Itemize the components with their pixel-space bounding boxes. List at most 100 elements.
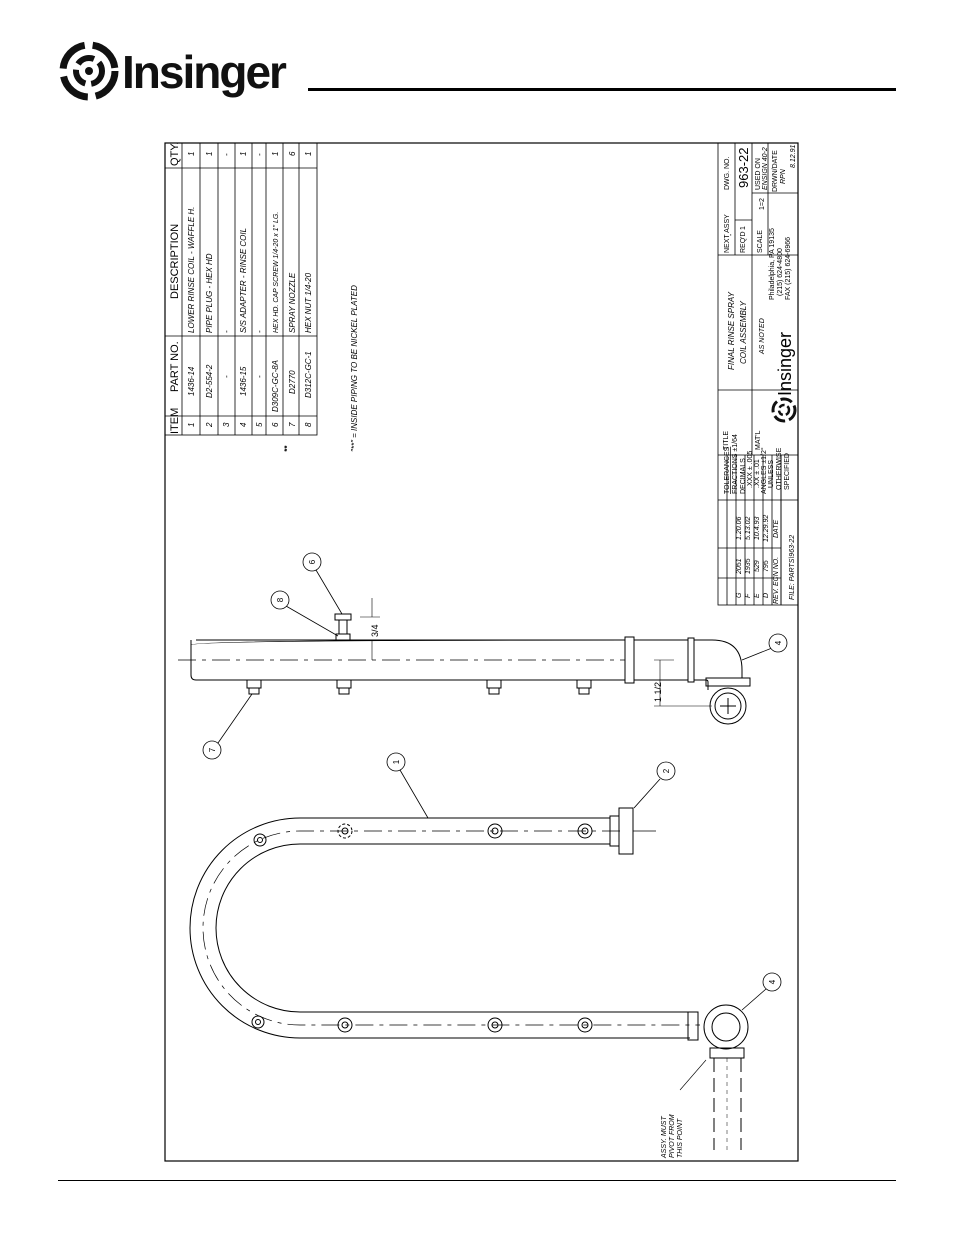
- balloon-labels: 1 2 4 4 6 7 8: [208, 559, 783, 984]
- row-4-item: 4: [239, 422, 248, 427]
- row-7-description: SPRAY NOZZLE: [288, 272, 297, 333]
- reqd-value: 1: [740, 226, 747, 230]
- tolerances-block: TOLERANCES FRACTIONS ±1/64 DECIMALS .XXX…: [724, 434, 791, 494]
- row-4-part-no: 1436-15: [239, 366, 248, 396]
- tolerance-angles: ANGLES ±1/2°: [760, 447, 768, 494]
- row-4-qty: 1: [239, 152, 248, 156]
- row-7-item: 7: [288, 422, 297, 427]
- fax: FAX (215) 624-6966: [785, 237, 792, 300]
- row-5-description: -: [255, 330, 264, 333]
- header-ecn: ECN NO.: [773, 557, 780, 586]
- drawing-info: NEXT ASSY - DWG. NO. 963-22 REQ'D 1 SCAL…: [724, 145, 797, 253]
- row-1-item: 1: [187, 423, 196, 427]
- address: Philadelphia, PA 19135: [769, 228, 776, 300]
- row-7-part-no: D2770: [288, 370, 297, 394]
- tolerances-title: TOLERANCES: [724, 446, 731, 494]
- parts-table-rows: 1 1436-14 LOWER RINSE COIL - WAFFLE H. 1…: [187, 151, 313, 452]
- row-2-qty: 1: [205, 152, 214, 156]
- tolerance-specified: SPECIFIED: [784, 453, 791, 490]
- row-4-description: S/S ADAPTER - RINSE COIL: [239, 228, 248, 333]
- title-block-frame: [717, 142, 799, 606]
- dimension-marks: [360, 598, 712, 707]
- table-row: 7 D2770 SPRAY NOZZLE 6: [288, 151, 297, 427]
- dwg-no-value: 963-22: [736, 148, 751, 188]
- header-rule: [308, 88, 896, 91]
- table-row: 3 - - -: [222, 153, 231, 427]
- phone: (215) 624-4800: [777, 248, 784, 296]
- balloon-2: 2: [662, 768, 671, 773]
- ecn-795: 795: [763, 560, 770, 572]
- u-coil: [189, 807, 749, 1150]
- balloon-4-upper: 4: [774, 640, 783, 645]
- row-6-part-no: D309C-GC-8A: [271, 360, 280, 412]
- table-row: 5 - - -: [255, 153, 264, 427]
- row-3-description: -: [222, 330, 231, 333]
- row-3-item: 3: [222, 422, 231, 427]
- title-line-2: COIL ASSEMBLY: [739, 300, 748, 364]
- row-5-part-no: -: [255, 375, 264, 378]
- row-8-part-no: D312C-GC-1: [304, 351, 313, 398]
- title-label: TITLE: [723, 431, 730, 450]
- footer-rule: [58, 1180, 896, 1181]
- pivot-note-line-3: THIS POINT: [677, 1118, 684, 1158]
- title-line-1: FINAL RINSE SPRAY: [727, 291, 736, 370]
- row-3-part-no: -: [222, 375, 231, 378]
- brand-name: Insinger: [122, 46, 287, 98]
- row-5-item: 5: [255, 422, 264, 427]
- tolerance-xxx: .XXX ± .005: [747, 451, 754, 488]
- file-path: FILE: PARTS\963-22: [789, 535, 796, 600]
- row-8-description: HEX NUT 1/4-20: [304, 272, 313, 333]
- balloon-7: 7: [208, 747, 217, 752]
- scale-label: SCALE: [757, 230, 764, 253]
- swirl-logo-icon: [59, 41, 119, 101]
- reqd-label: REQ'D: [740, 231, 747, 253]
- table-row: 2 D2-554-2 PIPE PLUG - HEX HD 1: [205, 152, 214, 428]
- parts-table-header: ITEM PART NO. DESCRIPTION QTY.: [169, 142, 181, 434]
- row-1-part-no: 1436-14: [187, 366, 196, 396]
- header-part-no: PART NO.: [169, 341, 181, 392]
- rev-d: D: [763, 593, 770, 598]
- dim-1-1-2: 1 1/2: [653, 682, 663, 702]
- date-10-4-93: 10.4.93: [754, 517, 761, 540]
- row-6-qty: 1: [271, 152, 280, 156]
- table-row: 4 1436-15 S/S ADAPTER - RINSE COIL 1: [239, 152, 248, 427]
- date-1-20-06: 1.20.06: [736, 517, 743, 540]
- used-on-value: ENSIGN 40-2: [762, 147, 769, 190]
- row-2-item: 2: [205, 422, 214, 428]
- row-2-description: PIPE PLUG - HEX HD: [205, 253, 214, 333]
- pivot-note-line-2: PIVOT FROM: [669, 1114, 676, 1158]
- tolerance-otherwise: OTHERWISE: [776, 447, 783, 490]
- table-row: 8 D312C-GC-1 HEX NUT 1/4-20 1: [304, 152, 313, 427]
- drwn-date: 8.12.91: [790, 145, 797, 168]
- ecn-529: 529: [754, 560, 761, 572]
- row-3-qty: -: [222, 153, 231, 156]
- header-item: ITEM: [169, 408, 181, 434]
- title-block-logo-icon: [771, 397, 797, 423]
- next-assy-value: -: [728, 233, 735, 236]
- row-6-description: HEX HD. CAP SCREW 1/4-20 x 1" LG.: [273, 212, 280, 333]
- balloon-4-lower: 4: [768, 979, 777, 984]
- header-rev: REV.: [773, 588, 780, 604]
- tolerance-xx: .XX ± .01: [754, 459, 761, 488]
- pivot-note-line-1: ASSY. MUST: [661, 1116, 668, 1159]
- rev-f: F: [745, 593, 752, 598]
- insinger-logo: Insinger: [58, 40, 318, 102]
- matl-value: AS NOTED: [759, 318, 766, 355]
- header-date: DATE: [773, 520, 780, 538]
- revision-table: G 2051 1.20.06 F 1935 5.13.02 E 529 10.4…: [736, 515, 796, 604]
- table-row: 6 D309C-GC-8A HEX HD. CAP SCREW 1/4-20 x…: [271, 152, 292, 452]
- scale-value: 1=2: [759, 198, 766, 210]
- row-8-qty: 1: [304, 152, 313, 156]
- tolerance-unless: UNLESS: [768, 460, 775, 488]
- title-area: TITLE FINAL RINSE SPRAY COIL ASSEMBLY MA…: [723, 228, 797, 450]
- ecn-1935: 1935: [745, 558, 752, 574]
- row-2-part-no: D2-554-2: [205, 364, 214, 398]
- side-view-pipe: [178, 613, 751, 725]
- table-row: 1 1436-14 LOWER RINSE COIL - WAFFLE H. 1: [187, 152, 196, 427]
- parts-table: [164, 142, 318, 436]
- rev-g: G: [736, 592, 743, 598]
- tolerance-decimals: DECIMALS: [740, 458, 747, 494]
- title-block-brand: Insinger: [775, 332, 795, 396]
- next-assy-label: NEXT ASSY: [724, 214, 731, 253]
